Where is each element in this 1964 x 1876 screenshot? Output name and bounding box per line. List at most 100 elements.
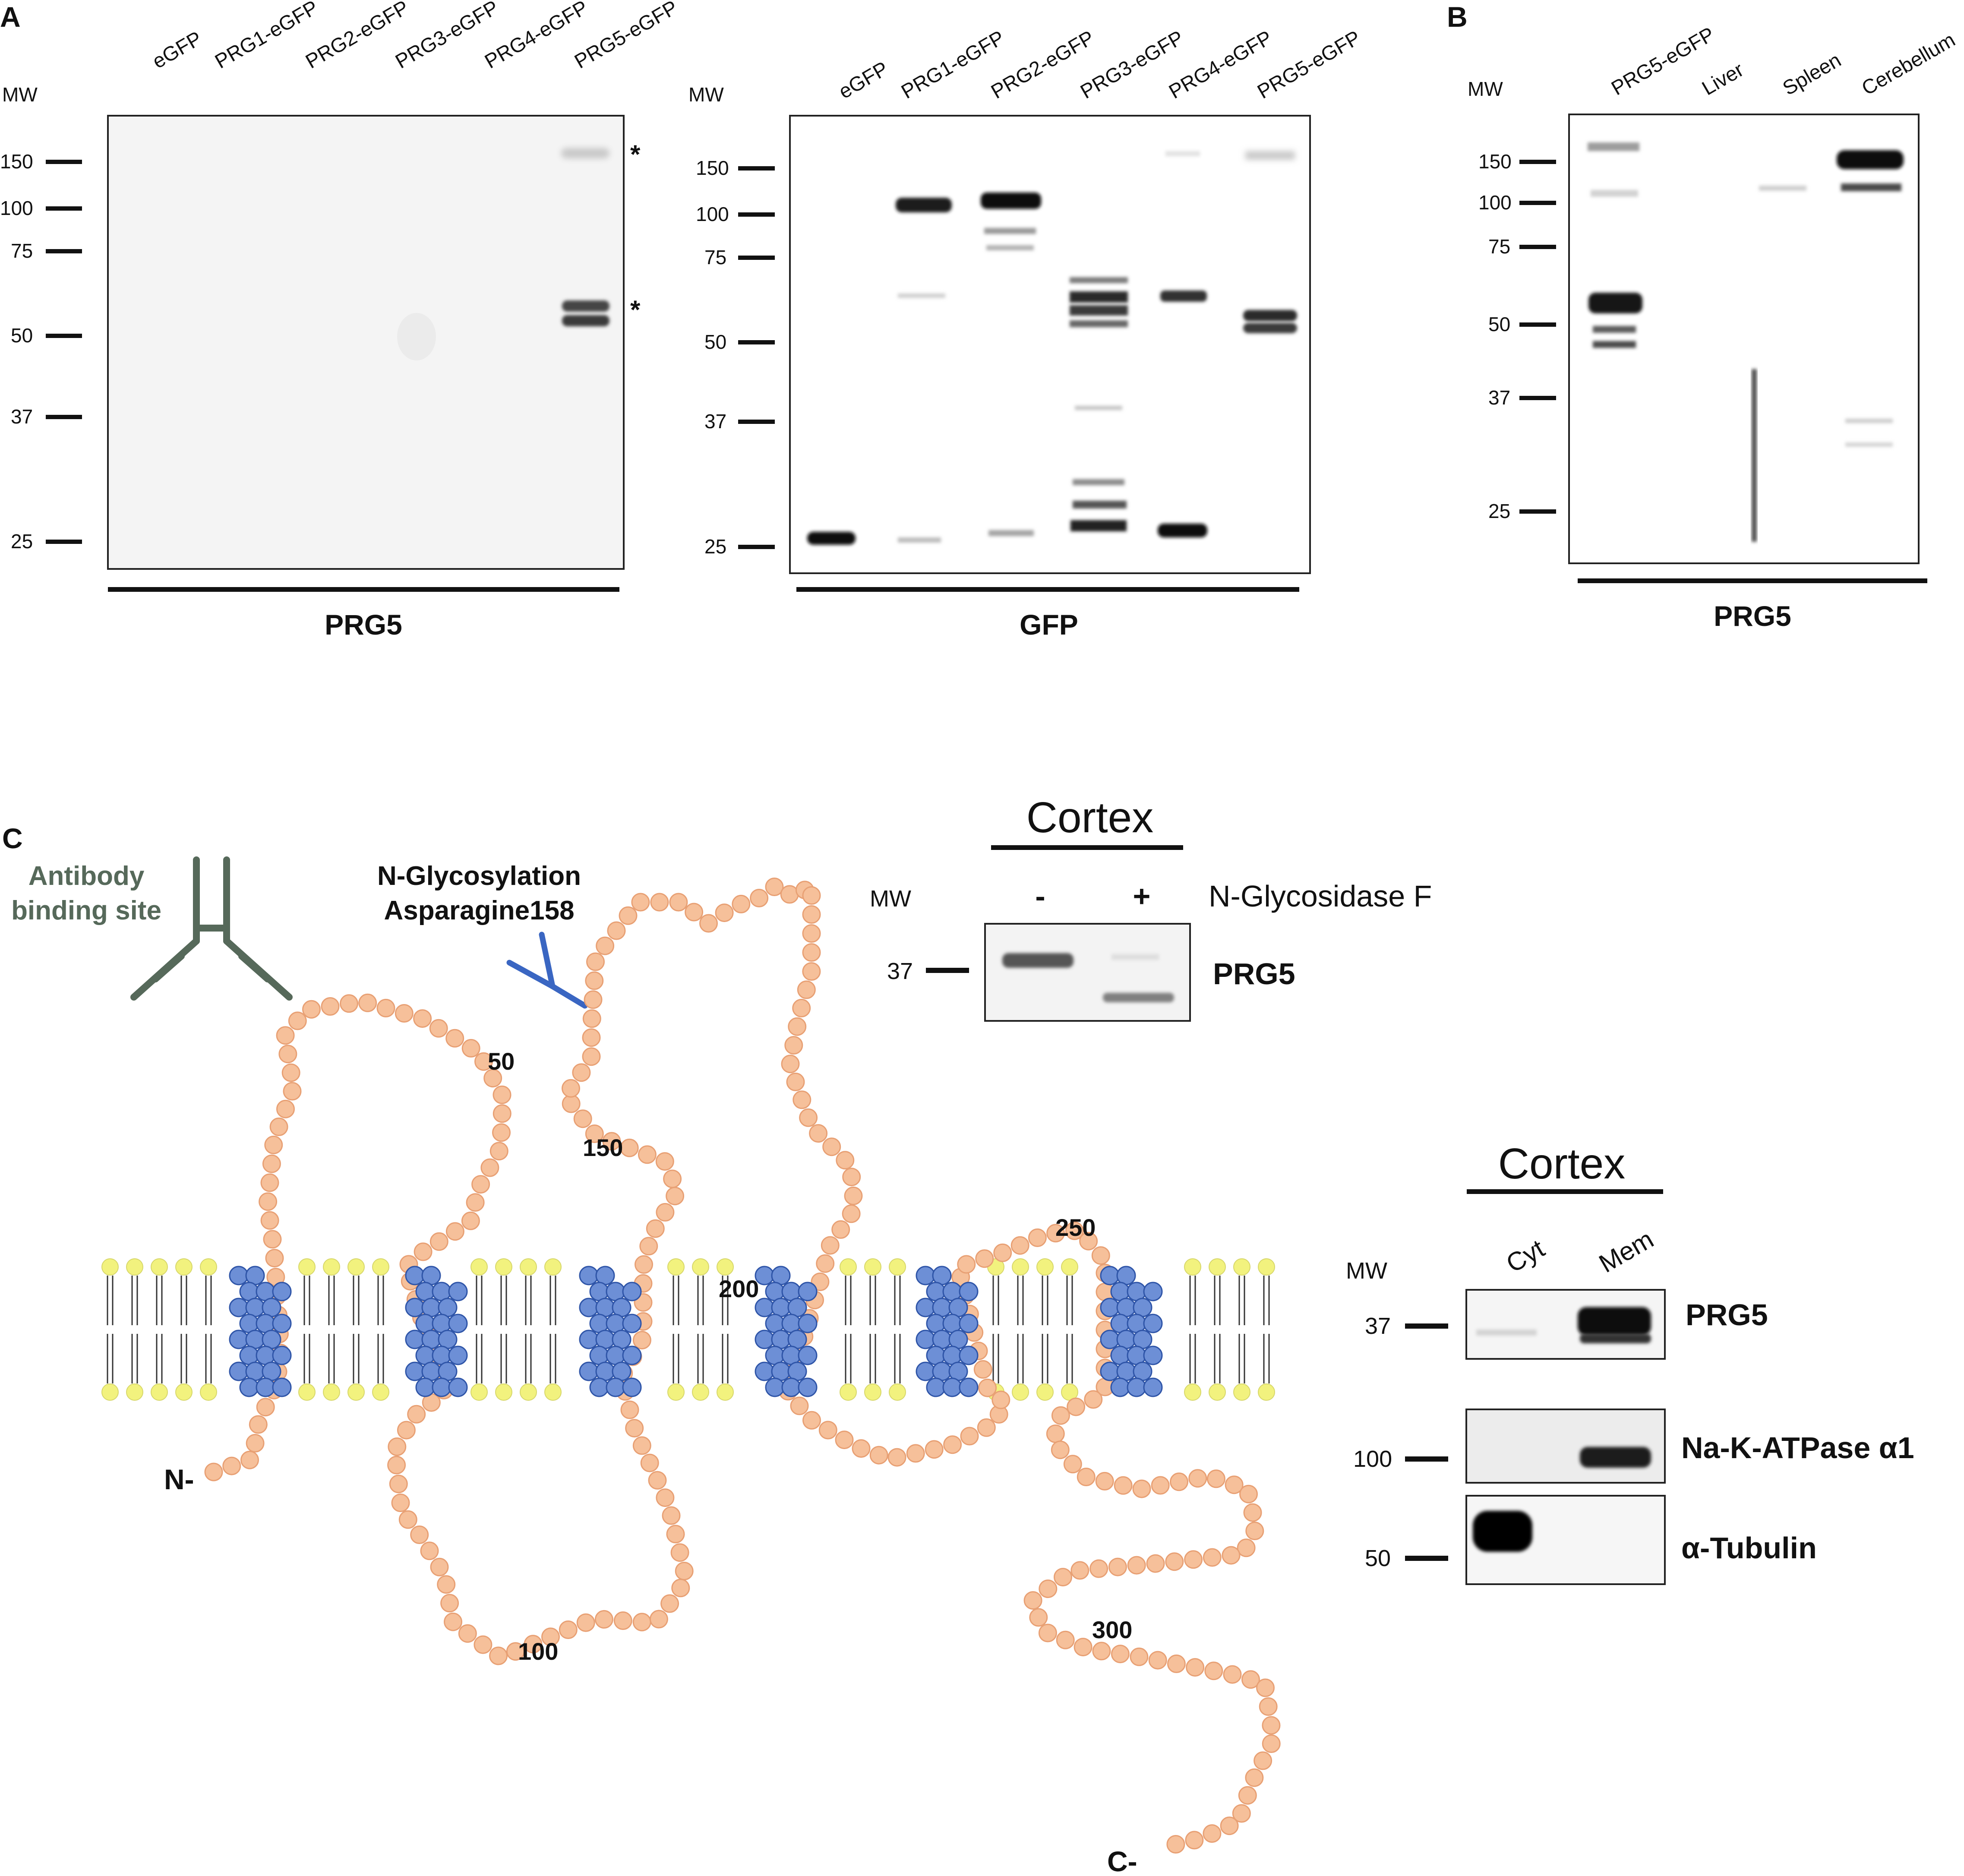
blot-band <box>1591 190 1638 197</box>
fraction-blot-marker-tick <box>1405 1456 1448 1462</box>
residue <box>1051 1406 1070 1425</box>
residue <box>670 1543 689 1562</box>
blot-a1-lane-label: eGFP <box>148 26 206 73</box>
residue <box>1165 1552 1184 1571</box>
residue <box>1063 1455 1082 1474</box>
lipid-head <box>470 1383 488 1401</box>
blot-a2-lane-labels: eGFP PRG1-eGFP PRG2-eGFP PRG3-eGFP PRG4-… <box>835 26 1364 103</box>
residue <box>656 1488 675 1507</box>
blot-band <box>898 294 945 298</box>
glyco-blot-title: Cortex <box>1026 793 1154 842</box>
blot-a1-marker-tick <box>46 206 82 211</box>
lipid-head <box>347 1258 365 1276</box>
blot-a2-marker-tick <box>738 166 775 171</box>
residue <box>264 1135 283 1154</box>
blot-b-marker-label: 25 <box>1488 500 1510 522</box>
residue <box>1089 1559 1108 1578</box>
residue <box>957 1255 976 1274</box>
residue <box>259 1192 278 1211</box>
lipid-bilayer <box>101 1258 1275 1401</box>
residue <box>430 1557 449 1576</box>
blot-a1-marker-tick <box>46 415 82 419</box>
lipid-head <box>889 1383 906 1401</box>
lipid-head <box>667 1383 685 1401</box>
fraction-blot-lane-label: Cyt <box>1501 1234 1550 1278</box>
blot-a1-antibody-label: PRG5 <box>325 609 402 641</box>
fraction-blot-antibody-label: PRG5 <box>1686 1298 1768 1332</box>
residue <box>582 1009 601 1028</box>
helix-residue <box>589 1377 609 1397</box>
lipid-head <box>101 1383 119 1401</box>
blot-a1-underline <box>108 587 619 592</box>
residue <box>260 1211 279 1230</box>
residue <box>246 1434 265 1453</box>
residue <box>648 1471 667 1490</box>
residue <box>1225 1475 1244 1494</box>
fraction-blot-marker-label: 37 <box>1365 1313 1391 1339</box>
residue <box>765 878 784 896</box>
lipid-head <box>692 1258 709 1276</box>
residue <box>1167 1654 1186 1673</box>
lipid-head <box>372 1258 389 1276</box>
glyco-blot-antibody-label: PRG5 <box>1213 957 1295 991</box>
blot-b-lane-label: PRG5-eGFP <box>1607 22 1718 100</box>
residue <box>602 1132 621 1151</box>
fraction-blot-marker-label: 50 <box>1365 1545 1391 1571</box>
helix-residue <box>1143 1345 1163 1365</box>
residue <box>429 1232 448 1251</box>
blot-band <box>986 245 1034 250</box>
lipid-head <box>323 1383 340 1401</box>
helix-residue <box>916 1266 935 1285</box>
helix-residue <box>916 1298 935 1317</box>
residue <box>573 1109 592 1128</box>
residue <box>489 1142 508 1161</box>
residue <box>973 1360 992 1379</box>
residue <box>278 1045 297 1064</box>
residue <box>943 1435 962 1454</box>
residue <box>1203 1548 1222 1567</box>
lipid-head <box>1012 1383 1029 1401</box>
residue <box>1067 1397 1086 1416</box>
blot-a1-lane-labels: eGFP PRG1-eGFP PRG2-eGFP PRG3-eGFP PRG4-… <box>148 0 682 73</box>
residue <box>420 1541 439 1560</box>
blot-band <box>1588 142 1639 151</box>
blot-band <box>1588 293 1642 313</box>
residue <box>655 1152 674 1171</box>
blot-a1-mw-label: MW <box>2 83 38 106</box>
blot-a2-bands <box>807 151 1297 545</box>
blot-streak <box>1752 369 1757 542</box>
blot-a2-mw-label: MW <box>688 83 724 106</box>
blot-band <box>1073 479 1124 485</box>
residue <box>1084 1390 1103 1409</box>
residue <box>1203 1824 1222 1843</box>
blot-b-marker-label: 50 <box>1488 313 1510 335</box>
helix-residue <box>579 1330 599 1349</box>
panel-a-letter: A <box>0 1 21 33</box>
lipid-head <box>1209 1258 1226 1276</box>
residue <box>474 1635 493 1654</box>
helix-residue <box>272 1314 292 1333</box>
blot-band <box>1243 310 1297 321</box>
residue <box>1259 1697 1278 1716</box>
helix-residue <box>798 1282 818 1301</box>
glyco-blot-treatment: N-Glycosidase F <box>1209 879 1432 913</box>
residue <box>562 1094 581 1113</box>
blot-band <box>1837 150 1904 169</box>
residue <box>699 914 718 933</box>
residue <box>1077 1468 1096 1486</box>
lipid-head <box>372 1383 389 1401</box>
residue <box>619 906 638 925</box>
residue <box>492 1123 511 1142</box>
residue <box>263 1230 282 1249</box>
residue <box>1262 1734 1281 1753</box>
residue <box>1056 1630 1075 1649</box>
residue <box>387 1456 406 1475</box>
blot-band <box>1473 1511 1532 1552</box>
residue <box>358 993 377 1012</box>
residue <box>1222 1546 1241 1565</box>
residue <box>607 921 626 940</box>
residue <box>440 1594 459 1613</box>
lipid-head <box>1233 1258 1250 1276</box>
helix-residue <box>942 1377 962 1397</box>
